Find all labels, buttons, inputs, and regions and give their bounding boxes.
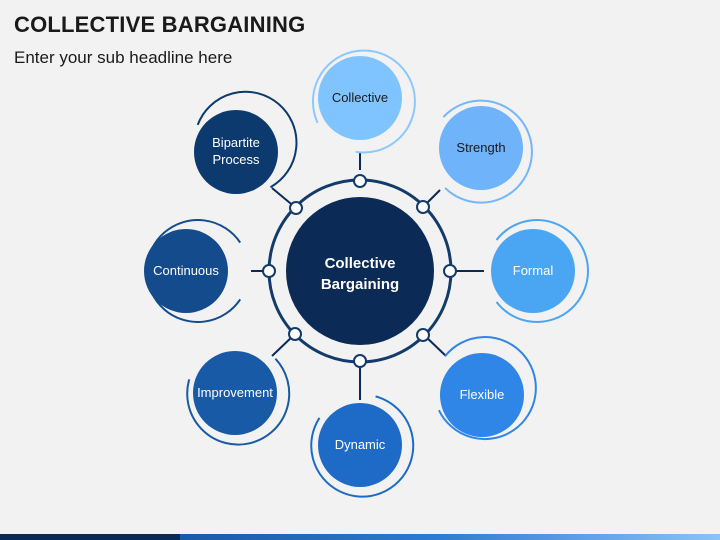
node-bipartite-arc [196,90,298,189]
node-bipartite-label-line2: Process [213,152,260,167]
center-label-line1: Collective [325,255,396,272]
node-strength-arc [442,99,533,204]
node-improvement-arc [186,358,291,446]
ring-dot-flexible [416,328,430,342]
node-formal-arc [495,219,589,323]
node-improvement-circle [193,351,277,435]
bottom-accent-bar [0,534,720,540]
node-strength: Strength [439,99,533,204]
node-continuous-circle [144,229,228,313]
node-bipartite-label-line1: Bipartite [212,135,260,150]
node-flexible-arc [438,336,537,441]
node-formal-label: Formal [513,263,554,278]
node-dynamic-arc [310,395,415,498]
ring-dot-dynamic [353,354,367,368]
node-collective: Collective [311,49,416,154]
node-formal-circle [491,229,575,313]
center-circle [286,197,434,345]
node-continuous: Continuous [144,219,242,323]
node-formal: Formal [491,219,589,323]
node-dynamic: Dynamic [310,395,415,498]
node-collective-label: Collective [332,90,388,105]
ring-dot-collective [353,174,367,188]
node-dynamic-circle [318,403,402,487]
node-bipartite: Bipartite Process [194,90,298,194]
center-label-line2: Bargaining [321,276,399,293]
node-flexible-label: Flexible [460,387,505,402]
node-improvement: Improvement [186,351,291,446]
ring-dot-bipartite [289,201,303,215]
node-strength-label: Strength [456,140,505,155]
node-collective-circle [318,56,402,140]
node-bipartite-circle [194,110,278,194]
node-flexible-circle [440,353,524,437]
node-flexible: Flexible [438,336,537,441]
ring-dot-continuous [262,264,276,278]
node-dynamic-label: Dynamic [335,437,386,452]
ring-dot-formal [443,264,457,278]
node-continuous-label: Continuous [153,263,219,278]
page-subtitle: Enter your sub headline here [14,48,233,67]
page-title: COLLECTIVE BARGAINING [14,12,306,37]
node-improvement-label: Improvement [197,385,273,400]
ring-dots [262,174,457,368]
node-collective-arc [311,49,416,154]
node-strength-circle [439,106,523,190]
ring-dot-improvement [288,327,302,341]
ring-dot-strength [416,200,430,214]
